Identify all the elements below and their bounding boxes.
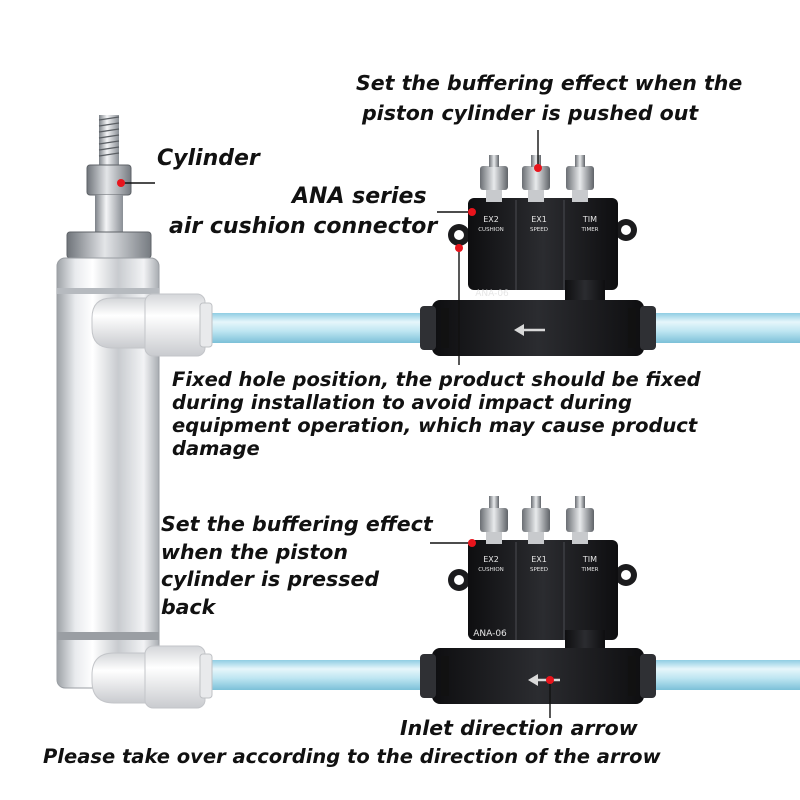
port-name-bottom-3: TIMER: [580, 567, 598, 573]
label-pressed-line4: back: [161, 595, 216, 620]
label-fixed-line4: damage: [172, 437, 260, 460]
label-pressed-line3: cylinder is pressed: [161, 567, 380, 592]
label-bottom-note: Please take over according to the direct…: [43, 745, 661, 768]
port-code-bottom-3: TIM: [582, 555, 597, 564]
ana-valve-top: [420, 155, 656, 356]
label-ana-line2: air cushion connector: [169, 214, 438, 239]
label-pushed-line1: Set the buffering effect when the: [356, 71, 743, 95]
air-tube-bottom: [190, 660, 800, 690]
port-code-top-2: EX1: [531, 215, 547, 224]
label-fixed-hole: Fixed hole position, the product should …: [172, 368, 792, 460]
port-code-top-3: TIM: [582, 215, 597, 224]
model-label-bottom: ANA-06: [473, 629, 507, 639]
label-pressed-line1: Set the buffering effect: [161, 512, 433, 536]
label-pressed-line2: when the piston: [161, 539, 348, 564]
label-inlet-arrow: Inlet direction arrow: [400, 716, 638, 740]
label-fixed-line2: during installation to avoid impact duri…: [172, 391, 633, 414]
port-code-top-1: EX2: [483, 215, 499, 224]
marker-cylinder: [117, 179, 125, 187]
port-name-top-3: TIMER: [580, 227, 598, 233]
air-tube-top: [190, 313, 800, 343]
marker-pushed: [534, 164, 542, 172]
label-pushed-line2: piston cylinder is pushed out: [362, 101, 699, 125]
port-name-top-1: CUSHION: [478, 227, 504, 233]
marker-ana: [468, 208, 476, 216]
flow-arrow-top: [514, 324, 545, 336]
piston-cylinder: [56, 115, 160, 689]
label-ana-line1: ANA series: [292, 184, 427, 209]
marker-pressed: [468, 539, 476, 547]
elbow-fitting-top: [91, 293, 213, 357]
marker-inlet: [546, 676, 554, 684]
port-code-bottom-1: EX2: [483, 555, 499, 564]
label-fixed-line1: Fixed hole position, the product should …: [172, 368, 701, 391]
label-fixed-line3: equipment operation, which may cause pro…: [172, 414, 698, 437]
label-cylinder: Cylinder: [157, 146, 260, 171]
port-code-bottom-2: EX1: [531, 555, 547, 564]
port-name-bottom-1: CUSHION: [478, 567, 504, 573]
port-name-top-2: SPEED: [530, 227, 548, 233]
callout-markers: [117, 164, 554, 684]
elbow-fitting-bottom: [91, 645, 213, 709]
model-label-top: ANA-06: [475, 289, 509, 299]
label-pressed-back: Set the buffering effect when the piston…: [161, 511, 481, 622]
port-name-bottom-2: SPEED: [530, 567, 548, 573]
marker-fixed-hole: [455, 244, 463, 252]
